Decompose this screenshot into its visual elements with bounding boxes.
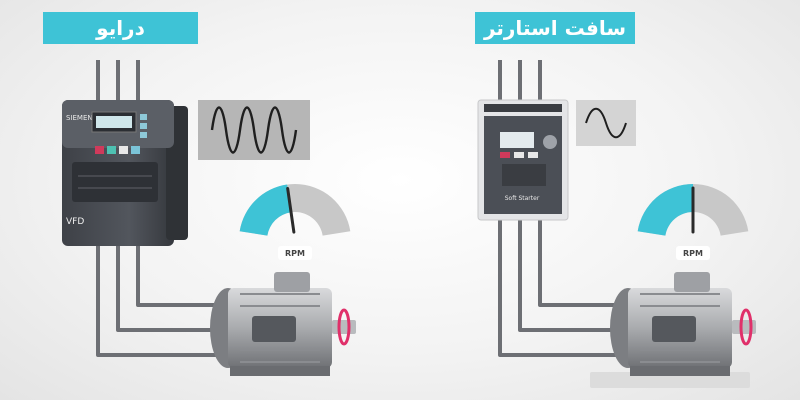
drive-gauge-label: RPM [285, 249, 305, 258]
drive-title: درایو [96, 16, 145, 40]
soft-starter-rotation-marker [739, 308, 753, 346]
soft-starter-gauge-fill [637, 184, 693, 236]
drive-gauge-needle [286, 187, 296, 234]
soft-starter-device: Soft Starter [477, 99, 569, 221]
drive-motor [210, 272, 356, 376]
soft-starter-output-wires [498, 218, 622, 357]
soft-starter-motor [590, 272, 756, 388]
drive-white-indicator [119, 146, 128, 154]
drive-output-wires [96, 240, 222, 357]
drive-brand: SIEMENS [66, 114, 98, 122]
soft-starter-rpm-gauge: RPM [637, 183, 749, 260]
drive-title-badge: درایو [43, 12, 198, 44]
drive-waveform-panel [198, 100, 310, 160]
sine-wave-single-cycle-icon [585, 107, 627, 139]
drive-green-indicator [107, 146, 116, 154]
soft-starter-waveform-panel [576, 100, 636, 146]
drive-gauge-fill [239, 184, 292, 236]
drive-model-label: VFD [66, 217, 84, 227]
soft-starter-section: Soft Starter RPM [477, 60, 756, 388]
drive-red-indicator [95, 146, 104, 154]
drive-rpm-gauge: RPM [239, 184, 351, 260]
soft-starter-title: سافت استارتر [483, 16, 627, 40]
soft-starter-gauge-label: RPM [683, 249, 703, 258]
vfd-device: SIEMENS VFD [62, 100, 188, 246]
soft-starter-title-badge: سافت استارتر [475, 12, 635, 44]
drive-section: SIEMENS VFD [62, 60, 356, 376]
drive-rotation-marker [337, 308, 351, 346]
soft-starter-device-label: Soft Starter [505, 195, 540, 202]
sine-wave-high-frequency-icon [210, 106, 298, 154]
drive-blue-indicator [131, 146, 140, 154]
soft-starter-supply-wires [498, 60, 542, 104]
